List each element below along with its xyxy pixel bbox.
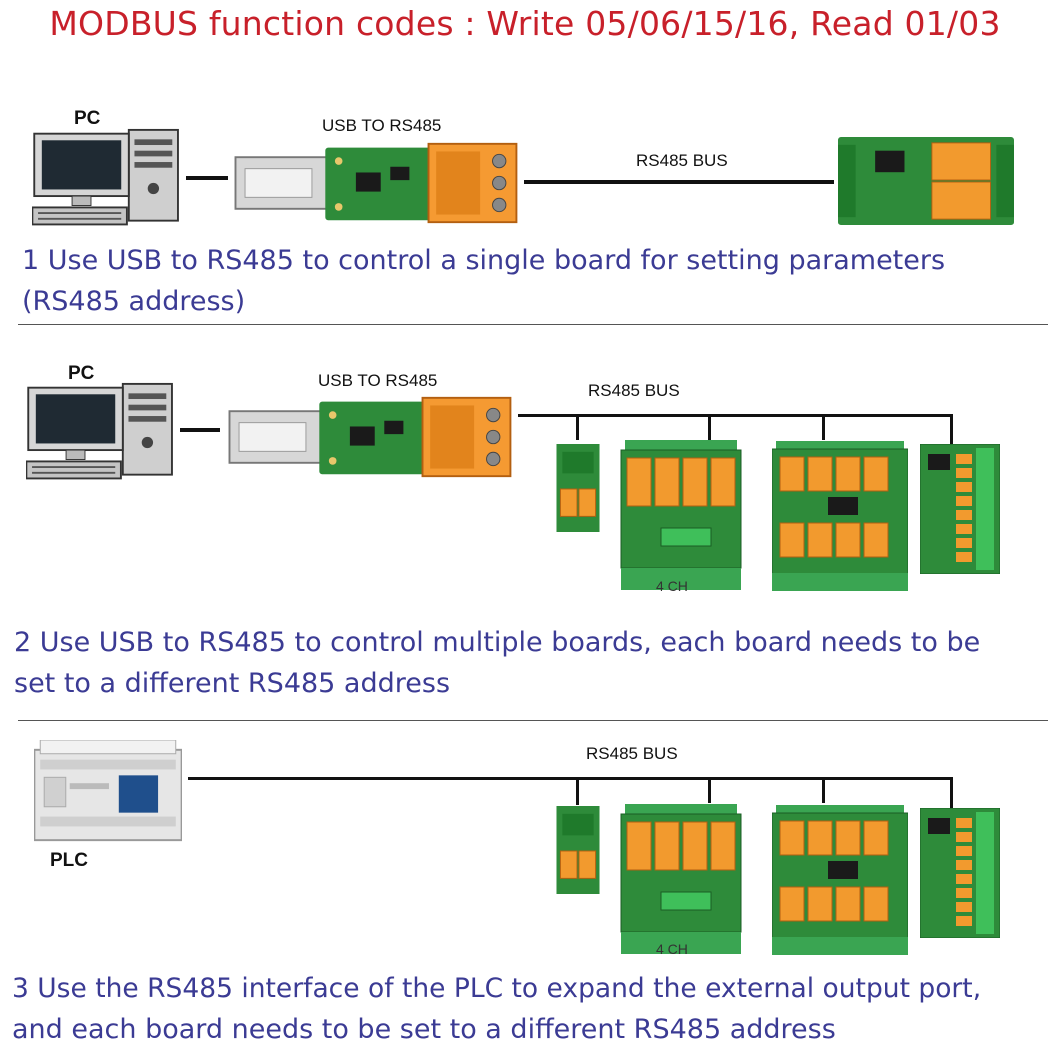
caption-1-line-2: (RS485 address) (22, 286, 246, 317)
pc-label: PC (68, 363, 95, 384)
bus-label: RS485 BUS (586, 744, 678, 763)
bus-drop (950, 777, 953, 809)
bus-drop (576, 777, 579, 805)
board-label: 4 CH (656, 578, 688, 594)
bus-drop (950, 414, 953, 444)
page-title: MODBUS function codes : Write 05/06/15/1… (49, 4, 1001, 43)
caption-3-line-1: 3 Use the RS485 interface of the PLC to … (12, 973, 982, 1004)
bus-label: RS485 BUS (636, 151, 728, 170)
relay-board-16ch-icon (920, 808, 1000, 938)
relay-board-2ch-icon (556, 806, 600, 894)
pc-icon (26, 382, 173, 480)
caption-2-line-1: 2 Use USB to RS485 to control multiple b… (14, 627, 981, 658)
usb-rs485-adapter-icon (234, 142, 518, 224)
board-label: 4 CH (656, 941, 688, 957)
pc-icon (32, 128, 179, 226)
usb-cable (180, 428, 220, 432)
divider-1 (18, 324, 1048, 325)
rs485-bus-line (524, 180, 834, 184)
relay-board-8ch-icon (772, 804, 908, 956)
bus-label: RS485 BUS (588, 381, 680, 400)
bus-drop (708, 414, 711, 440)
relay-board-8ch-icon (772, 440, 908, 592)
divider-2 (18, 720, 1048, 721)
caption-2-line-2: set to a different RS485 address (14, 668, 451, 699)
bus-drop (822, 414, 825, 440)
plc-label: PLC (50, 850, 88, 871)
relay-board-2ch-icon (556, 444, 600, 532)
bus-drop (708, 777, 711, 803)
relay-board-16ch-icon (920, 444, 1000, 574)
usb-cable (186, 176, 228, 180)
relay-board-4ch-icon (620, 804, 742, 954)
usb-rs485-adapter-icon (228, 396, 512, 478)
relay-board-4ch-icon (620, 440, 742, 590)
adapter-label: USB TO RS485 (318, 371, 438, 390)
rs485-bus-line (518, 414, 952, 417)
bus-drop (822, 777, 825, 803)
caption-3-line-2: and each board needs to be set to a diff… (12, 1014, 836, 1045)
bus-drop (576, 414, 579, 440)
pc-label: PC (74, 108, 101, 129)
plc-icon (34, 740, 182, 842)
adapter-label: USB TO RS485 (322, 116, 442, 135)
rs485-bus-line (188, 777, 952, 780)
relay-board-2ch-icon (837, 137, 1015, 225)
caption-1-line-1: 1 Use USB to RS485 to control a single b… (22, 245, 946, 276)
